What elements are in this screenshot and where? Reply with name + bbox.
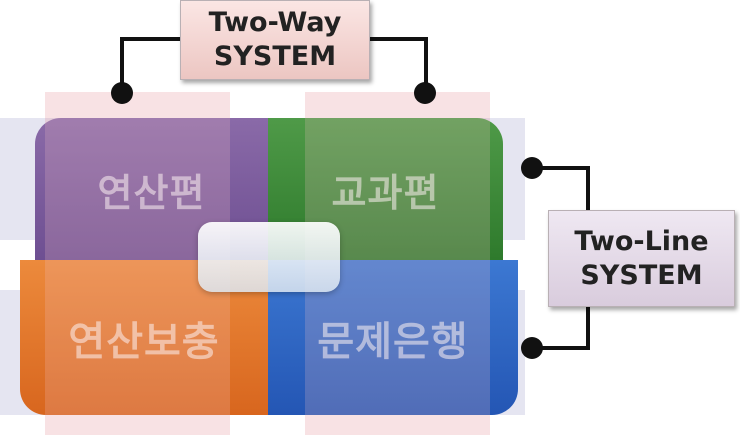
two-line-line-1: Two-Line xyxy=(574,225,709,257)
two-line-connector-bottom-h xyxy=(532,346,590,350)
quadrant-top-right-label: 교과편 xyxy=(331,170,440,215)
quadrant-bottom-right-label: 문제은행 xyxy=(317,318,469,365)
two-line-system-box: Two-Line SYSTEM xyxy=(548,210,735,307)
quadrant-top-left-label: 연산편 xyxy=(97,170,206,215)
two-way-connector-left-v xyxy=(120,37,124,93)
quadrant-bottom-left-label: 연산보충 xyxy=(68,318,220,365)
two-line-line-2: SYSTEM xyxy=(580,259,703,291)
two-way-connector-right-h xyxy=(368,37,428,41)
two-way-line-1: Two-Way xyxy=(208,7,342,38)
two-way-connector-left-h xyxy=(120,37,182,41)
two-way-connector-right-v xyxy=(424,37,428,93)
two-way-node-left xyxy=(111,82,133,104)
two-way-line-2: SYSTEM xyxy=(213,41,337,72)
two-way-node-right xyxy=(414,82,436,104)
two-line-connector-top-v xyxy=(586,166,590,212)
two-line-connector-bottom-v xyxy=(586,306,590,350)
two-line-connector-top-h xyxy=(532,166,590,170)
two-way-system-box: Two-Way SYSTEM xyxy=(180,0,370,80)
center-connector xyxy=(198,222,340,292)
